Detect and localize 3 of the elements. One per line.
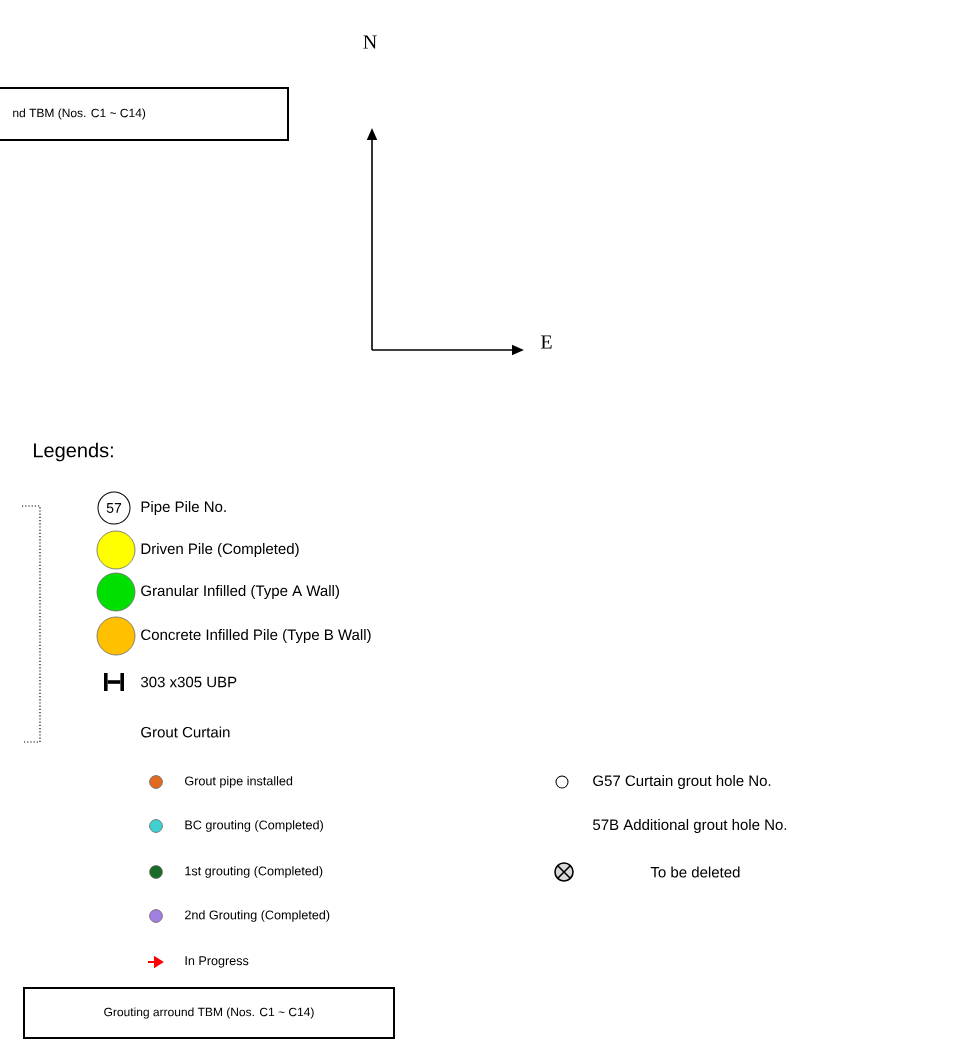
label: E (540, 335, 552, 349)
legend-heading: Legends: (34, 442, 113, 462)
label: N (363, 35, 377, 49)
